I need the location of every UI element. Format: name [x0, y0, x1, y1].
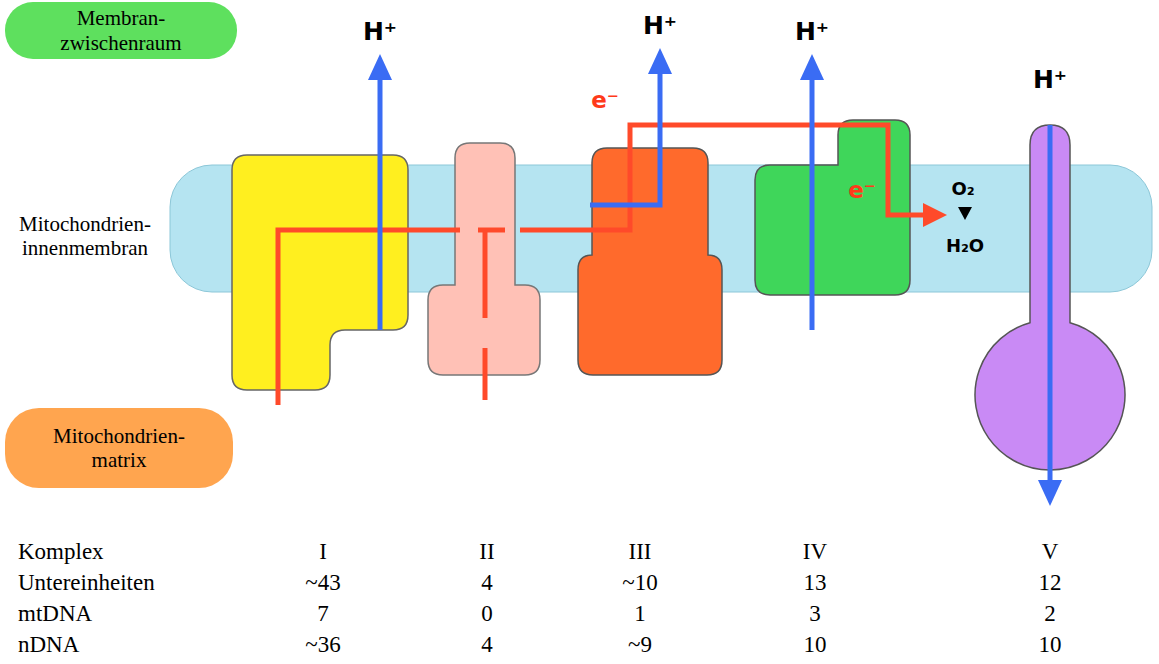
table-cell: 3 — [809, 601, 821, 627]
table-cell: IV — [803, 539, 827, 565]
proton-label: H⁺ — [795, 18, 829, 47]
proton-arrow — [810, 78, 815, 330]
table-cell: 4 — [481, 632, 493, 658]
region-label-pill: Mitochondrien- matrix — [5, 408, 233, 488]
table-cell: 2 — [1044, 601, 1056, 627]
electron-line — [483, 232, 488, 318]
proton-label: H⁺ — [363, 18, 397, 47]
table-cell: Komplex — [18, 539, 104, 565]
chemical-formula: O₂ — [951, 179, 974, 200]
table-cell: V — [1042, 539, 1059, 565]
table-cell: 10 — [1039, 632, 1062, 658]
proton-arrowhead — [648, 48, 672, 74]
membrane-name: Mitochondrien- innenmembran — [3, 208, 167, 264]
table-cell: ~36 — [305, 632, 340, 658]
electron-label: e⁻ — [848, 177, 876, 203]
electron-line — [278, 230, 460, 405]
table-cell: 4 — [481, 570, 493, 596]
proton-arrows — [380, 72, 1050, 482]
reaction-triangle — [958, 207, 972, 220]
electron-label: e⁻ — [591, 87, 619, 113]
table-cell: 13 — [804, 570, 827, 596]
electron-path — [278, 125, 925, 405]
table-cell: ~9 — [628, 632, 652, 658]
proton-arrowhead — [1038, 480, 1062, 506]
table-cell: III — [629, 539, 652, 565]
table-cell: 12 — [1039, 570, 1062, 596]
table-cell: Untereinheiten — [18, 570, 155, 596]
chemical-formula: H₂O — [946, 236, 984, 257]
table-cell: II — [479, 539, 494, 565]
proton-label: H⁺ — [1033, 66, 1067, 95]
table-cell: 10 — [804, 632, 827, 658]
electron-line — [520, 125, 925, 230]
electron-arrowhead — [923, 203, 947, 227]
table-cell: I — [319, 539, 327, 565]
table-cell: 7 — [317, 601, 329, 627]
proton-arrow — [590, 72, 660, 205]
table-cell: ~43 — [305, 570, 340, 596]
region-name: Mitochondrien- matrix — [44, 424, 194, 472]
region-label-pill: Membran- zwischenraum — [5, 2, 237, 59]
complex-two — [428, 143, 540, 375]
proton-arrowhead — [368, 54, 392, 80]
proton-arrow — [378, 78, 383, 330]
table-cell: nDNA — [18, 632, 79, 658]
complex-three — [578, 148, 722, 375]
proton-arrow — [1048, 125, 1053, 482]
table-cell: ~10 — [622, 570, 657, 596]
table-cell: 1 — [634, 601, 646, 627]
proton-label: H⁺ — [643, 12, 677, 41]
table-cell: 0 — [481, 601, 493, 627]
electron-line — [483, 348, 488, 400]
table-cell: mtDNA — [18, 601, 92, 627]
region-name: Membran- zwischenraum — [46, 6, 196, 54]
electron-line-dash — [478, 228, 505, 233]
proton-arrowhead — [800, 54, 824, 80]
